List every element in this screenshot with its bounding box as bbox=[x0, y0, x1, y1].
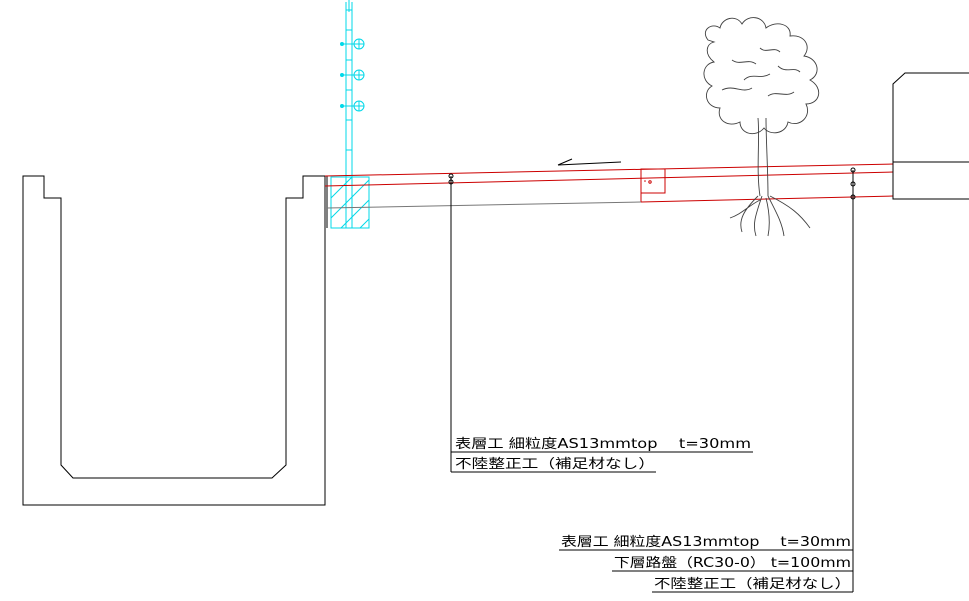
survey-point bbox=[644, 180, 646, 182]
right-leader bbox=[559, 167, 856, 593]
right-callout-line3: 不陸整正工（補足材なし） bbox=[654, 576, 851, 592]
left-leader bbox=[448, 173, 753, 473]
left-callout-line2: 不陸整正工（補足材なし） bbox=[455, 456, 655, 472]
u-gutter bbox=[22, 175, 326, 506]
utility-pole-icon bbox=[330, 0, 370, 229]
right-callout-line2: 下層路盤（RC30-0） t=100mm bbox=[614, 555, 851, 571]
survey-point bbox=[648, 180, 652, 184]
right-callout-line1: 表層工 細粒度AS13mmtop t=30mm bbox=[561, 534, 851, 550]
tree-icon bbox=[703, 17, 820, 237]
existing-ground-line bbox=[326, 201, 642, 209]
existing-building bbox=[892, 72, 969, 200]
pavement-layers bbox=[324, 163, 894, 203]
left-callout-line1: 表層工 細粒度AS13mmtop t=30mm bbox=[455, 436, 751, 452]
slope-arrow-icon bbox=[557, 158, 622, 166]
